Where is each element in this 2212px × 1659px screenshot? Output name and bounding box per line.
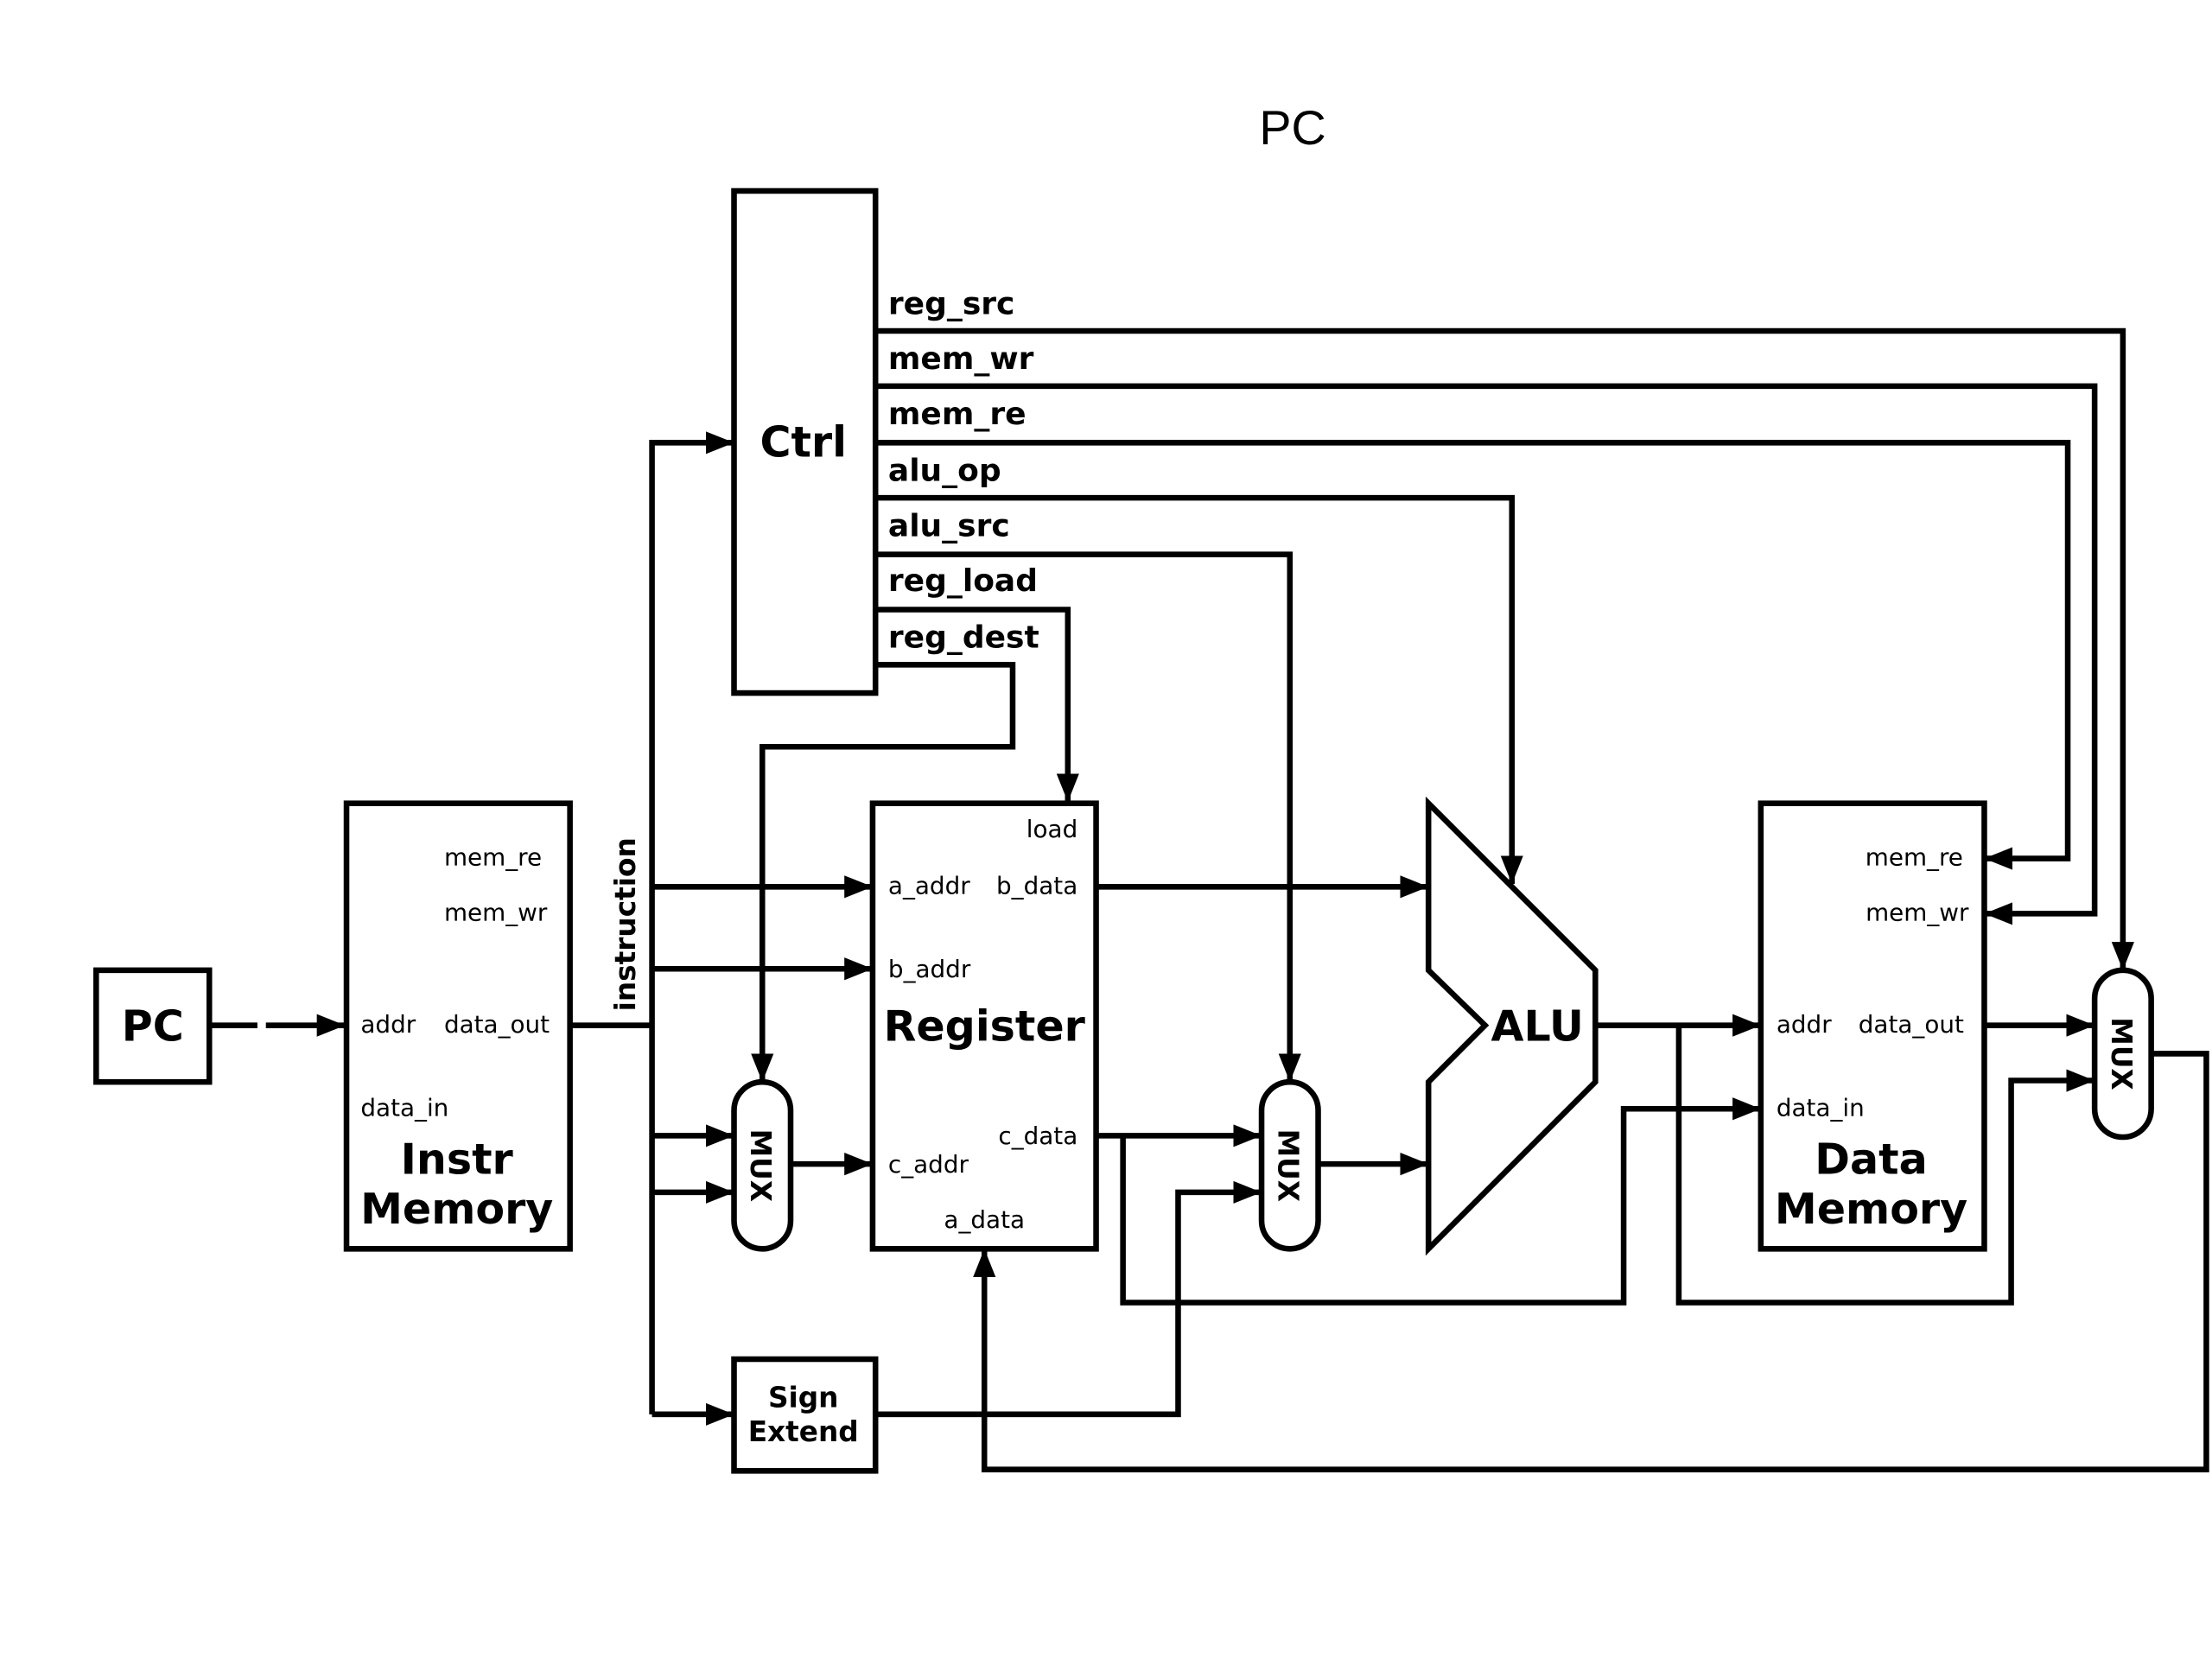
- data-memory-label-1: Data: [1815, 1135, 1927, 1185]
- alu-block: ALU: [1425, 796, 1599, 1256]
- sign-extend-label-2: Extend: [748, 1415, 859, 1448]
- signal-alu-op: alu_op: [888, 454, 1001, 489]
- ctrl-signal-labels: reg_src mem_wr mem_re alu_op alu_src reg…: [888, 286, 1039, 655]
- instr-data-in-port: data_in: [360, 1093, 448, 1122]
- instr-data-out-port: data_out: [444, 1010, 550, 1039]
- instr-mem-wr-port: mem_wr: [444, 899, 548, 927]
- pc-block: PC: [93, 967, 213, 1085]
- instruction-label: instruction: [609, 837, 642, 1011]
- register-a-data-port: a_data: [944, 1205, 1025, 1234]
- wire-reg-src: [875, 327, 2134, 970]
- data-mem-wr-port: mem_wr: [1866, 899, 1969, 927]
- data-data-in-port: data_in: [1777, 1093, 1865, 1122]
- mux-reg-dest: MUX: [731, 1078, 794, 1252]
- signal-reg-src: reg_src: [888, 286, 1014, 321]
- wire-mem-re: [875, 440, 2071, 870]
- wire-writeback: [973, 1051, 2209, 1472]
- signal-mem-wr: mem_wr: [888, 341, 1034, 377]
- register-b-addr-port: b_addr: [888, 955, 971, 983]
- signal-alu-src: alu_src: [888, 508, 1010, 543]
- wire-c-data-to-data-in: [1120, 1097, 1761, 1306]
- instr-addr-port: addr: [360, 1010, 416, 1039]
- signal-mem-re: mem_re: [888, 397, 1027, 432]
- register-b-data-port: b_data: [996, 871, 1077, 899]
- signal-reg-dest: reg_dest: [888, 620, 1039, 656]
- sign-extend-label-1: Sign: [768, 1382, 838, 1414]
- wires: [209, 327, 2209, 1472]
- register-label: Register: [884, 1001, 1086, 1052]
- wire-reg-dest: [751, 662, 1016, 1083]
- page-title: PC: [1259, 101, 1325, 155]
- mux-alu-src: MUX: [1258, 1078, 1321, 1252]
- wire-alu-op: [875, 494, 1523, 885]
- register-a-addr-port: a_addr: [888, 871, 970, 899]
- instr-memory-block: mem_re mem_wr addr data_out data_in Inst…: [343, 800, 573, 1252]
- instr-memory-label-1: Instr: [401, 1135, 514, 1185]
- mux-reg-src-label: MUX: [2105, 1017, 2138, 1090]
- wire-reg-load: [875, 607, 1079, 803]
- ctrl-label: Ctrl: [760, 417, 847, 467]
- data-addr-port: addr: [1777, 1010, 1832, 1039]
- mux-alu-src-label: MUX: [1272, 1129, 1305, 1202]
- mux-reg-src: MUX: [2091, 967, 2154, 1141]
- instr-memory-label-2: Memory: [360, 1184, 553, 1234]
- wire-alu-src: [875, 551, 1301, 1083]
- register-c-addr-port: c_addr: [888, 1150, 969, 1179]
- wire-instruction-to-ctrl: [649, 431, 734, 1414]
- signal-reg-load: reg_load: [888, 563, 1038, 599]
- wire-mem-wr: [875, 383, 2098, 925]
- pc-label: PC: [122, 1001, 184, 1052]
- register-c-data-port: c_data: [998, 1122, 1077, 1150]
- data-mem-re-port: mem_re: [1866, 843, 1963, 872]
- instr-mem-re-port: mem_re: [444, 843, 542, 872]
- data-data-out-port: data_out: [1859, 1010, 1964, 1039]
- ctrl-block: Ctrl: [731, 188, 879, 696]
- data-memory-label-2: Memory: [1775, 1184, 1967, 1234]
- sign-extend-block: Sign Extend: [731, 1356, 879, 1474]
- alu-label: ALU: [1491, 1001, 1584, 1052]
- register-block: load a_addr b_data b_addr Register c_dat…: [869, 800, 1099, 1252]
- register-load-port: load: [1027, 815, 1077, 843]
- wire-alu-to-mux3: [1675, 1025, 2095, 1306]
- mux-reg-dest-label: MUX: [744, 1129, 777, 1202]
- wire-sign-extend-to-mux2: [875, 1180, 1262, 1418]
- data-memory-block: mem_re mem_wr addr data_out data_in Data…: [1758, 800, 1987, 1252]
